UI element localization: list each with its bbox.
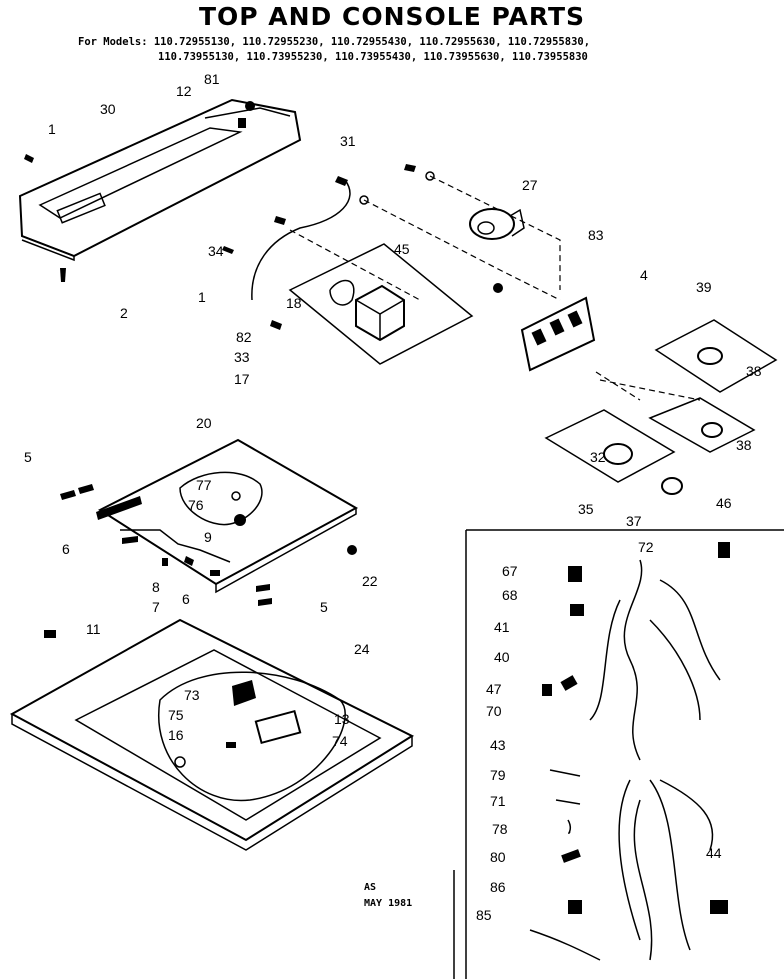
part-label: 24 [354, 641, 370, 657]
part-label: 77 [196, 477, 212, 493]
top-lid [96, 438, 359, 594]
parts-box-38 [648, 397, 756, 453]
part-label: 35 [578, 501, 594, 517]
models-line-2: 110.73955130, 110.73955230, 110.73955430… [158, 51, 588, 63]
page-title: TOP AND CONSOLE PARTS [198, 2, 586, 31]
part-label: 8 [152, 579, 160, 595]
screw-icon [24, 101, 255, 282]
models-line-1: For Models: 110.72955130, 110.72955230, … [78, 36, 591, 48]
part-label: 39 [696, 279, 712, 295]
part-label: 34 [208, 243, 224, 259]
part-label: 81 [204, 71, 220, 87]
part-label: 44 [706, 845, 722, 861]
part-label: 76 [188, 497, 204, 513]
part-label: 68 [502, 587, 518, 603]
part-label: 38 [736, 437, 752, 453]
switch-plate [493, 283, 596, 372]
part-label: 70 [486, 703, 502, 719]
timer [469, 208, 525, 240]
part-label: 85 [476, 907, 492, 923]
part-label: 11 [86, 621, 101, 637]
part-label: 18 [286, 295, 302, 311]
part-label: 43 [490, 737, 506, 753]
hinge-parts [60, 484, 357, 606]
part-label: 9 [204, 529, 212, 545]
part-label: 5 [320, 599, 328, 615]
part-label: 6 [62, 541, 70, 557]
module-box [288, 243, 474, 365]
part-label: 33 [234, 349, 250, 365]
harness-inset [453, 529, 784, 979]
part-label: 83 [588, 227, 604, 243]
part-label: 72 [638, 539, 654, 555]
part-label: 67 [502, 563, 518, 579]
part-label: 6 [182, 591, 190, 607]
part-label: 12 [176, 83, 192, 99]
part-label: 86 [490, 879, 506, 895]
part-label: 1 [48, 121, 56, 137]
part-label: 27 [522, 177, 538, 193]
part-label: 47 [486, 681, 502, 697]
part-label: 78 [492, 821, 508, 837]
part-label: 16 [168, 727, 184, 743]
wire-harness [251, 164, 435, 330]
part-label: 17 [234, 371, 250, 387]
part-label: 46 [716, 495, 732, 511]
part-label: 38 [746, 363, 762, 379]
part-label: 71 [490, 793, 506, 809]
part-label: 79 [490, 767, 506, 783]
parts-box-46 [544, 371, 701, 495]
stamp-line-1: AS [364, 882, 376, 893]
cabinet-top [9, 618, 415, 851]
part-label: 82 [236, 329, 252, 345]
part-label: 31 [340, 133, 356, 149]
part-label: 4 [640, 267, 648, 283]
part-label: 40 [494, 649, 510, 665]
part-label: 41 [494, 619, 510, 635]
part-label: 45 [394, 241, 410, 257]
part-label: 37 [626, 513, 642, 529]
part-label: 80 [490, 849, 506, 865]
part-label: 1 [198, 289, 206, 305]
part-label: 32 [590, 449, 606, 465]
part-label: 73 [184, 687, 200, 703]
part-label: 2 [120, 305, 128, 321]
console-panel [18, 98, 302, 262]
part-label: 75 [168, 707, 184, 723]
part-label: 22 [362, 573, 378, 589]
part-number-labels: 1 30 12 81 31 27 83 34 45 4 39 1 18 82 3… [24, 71, 762, 923]
stamp-line-2: MAY 1981 [364, 898, 412, 909]
part-label: 5 [24, 449, 32, 465]
dashed-leaders [289, 175, 561, 301]
part-label: 7 [152, 599, 160, 615]
part-label: 20 [196, 415, 212, 431]
parts-box-39 [654, 319, 778, 393]
part-label: 74 [332, 733, 348, 749]
part-label: 13 [334, 711, 350, 727]
part-label: 30 [100, 101, 116, 117]
